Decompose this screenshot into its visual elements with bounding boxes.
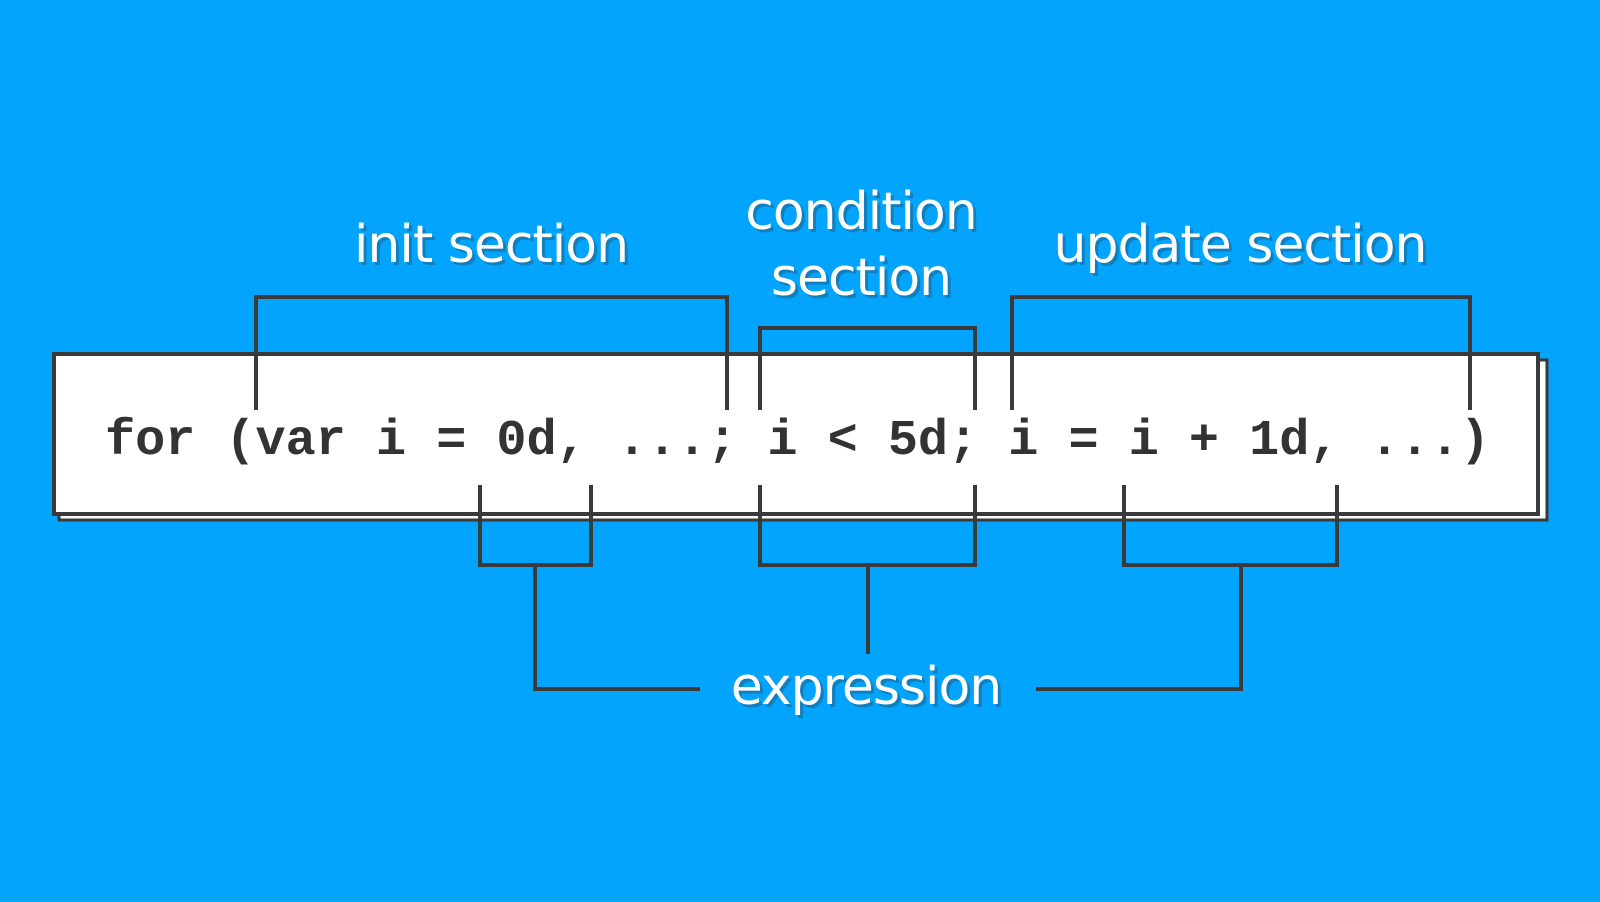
expression-connector-right (1036, 563, 1243, 691)
expression-label-shadow: expression (734, 660, 1005, 720)
code-box (52, 352, 1540, 516)
expression-label: expression (731, 657, 1002, 717)
code-line: for (var i = 0d, ...; i < 5d; i = i + 1d… (105, 413, 1490, 470)
update-section-label: update section (1053, 215, 1426, 275)
condition-section-bracket (758, 326, 977, 410)
condition-section-label-line2-shadow: section (774, 251, 954, 311)
condition-section-label-line1: condition (745, 182, 976, 242)
init-section-label-shadow: init section (357, 218, 631, 278)
update-section-label-shadow: update section (1056, 218, 1429, 278)
update-expression-bracket (1122, 485, 1339, 567)
init-section-label: init section (354, 215, 628, 275)
update-section-bracket (1010, 295, 1472, 410)
condition-section-label-line1-shadow: condition (748, 185, 979, 245)
init-section-bracket (254, 295, 729, 410)
expression-connector-left (533, 563, 700, 691)
condition-section-label-line2: section (771, 248, 951, 308)
